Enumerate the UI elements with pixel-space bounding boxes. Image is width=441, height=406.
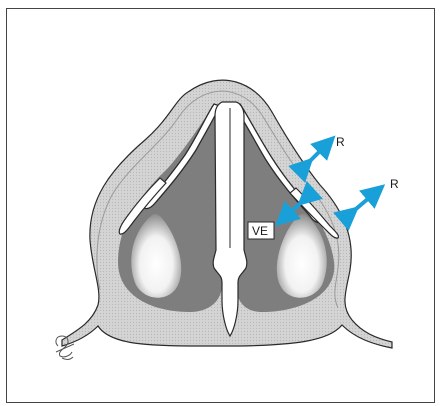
arrow-lower	[350, 192, 376, 214]
arrow-label-inner: VE	[252, 224, 268, 238]
arrow-label-lower: R	[390, 177, 399, 191]
arrow-upper	[305, 144, 327, 166]
arrow-label-upper: R	[336, 135, 345, 149]
